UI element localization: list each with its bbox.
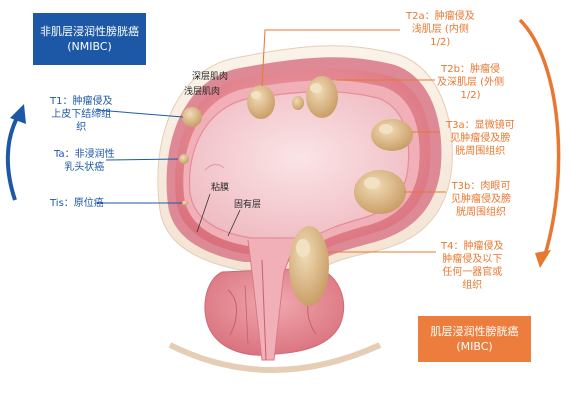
label-mucosa: 粘膜 [211,182,229,195]
mibc-progression-arrow [520,20,559,255]
label-lamina-propria: 固有层 [234,199,261,212]
label-ta: Ta：非浸润性 乳头状癌 [54,148,115,174]
label-t3a: T3a：显微镜可 见肿瘤侵及膀 胱周围组织 [446,119,515,158]
tumor-t3a [371,119,413,151]
label-deep-muscle: 深层肌肉 [192,71,228,84]
label-t2a: T2a：肿瘤侵及 浅肌层 (内侧 1/2) [406,10,475,49]
label-superficial-muscle: 浅层肌肉 [184,86,220,99]
tumor-t3b [354,170,406,214]
tumor-t1 [182,107,202,127]
tumor-t4 [289,226,329,306]
nmibc-box: 非肌层浸润性膀胱癌 (NMIBC) [33,13,146,65]
tumor-tis [182,201,188,206]
tumor-t2b [306,76,338,118]
mibc-box: 肌层浸润性膀胱癌 (MIBC) [418,316,531,362]
label-t1: T1：肿瘤侵及 上皮下结缔组 织 [50,95,112,134]
label-t3b: T3b：肉眼可 见肿瘤侵及膀 胱周围组织 [451,180,511,219]
label-tis: Tis：原位癌 [50,197,104,210]
mibc-title: 肌层浸润性膀胱癌 [418,324,531,339]
label-t4: T4：肿瘤侵及 肿瘤侵及以下 任何一器官或 组织 [441,240,503,292]
mibc-abbr: (MIBC) [418,339,531,354]
tumor-ta [179,154,189,164]
tumor-t2a-small [292,96,304,110]
nmibc-progression-arrow [8,116,18,200]
label-t2b: T2b：肿瘤侵 及深肌层 (外侧 1/2) [437,63,504,102]
nmibc-abbr: (NMIBC) [33,39,146,54]
tumor-t2a [247,85,275,119]
nmibc-title: 非肌层浸润性膀胱癌 [33,24,146,39]
